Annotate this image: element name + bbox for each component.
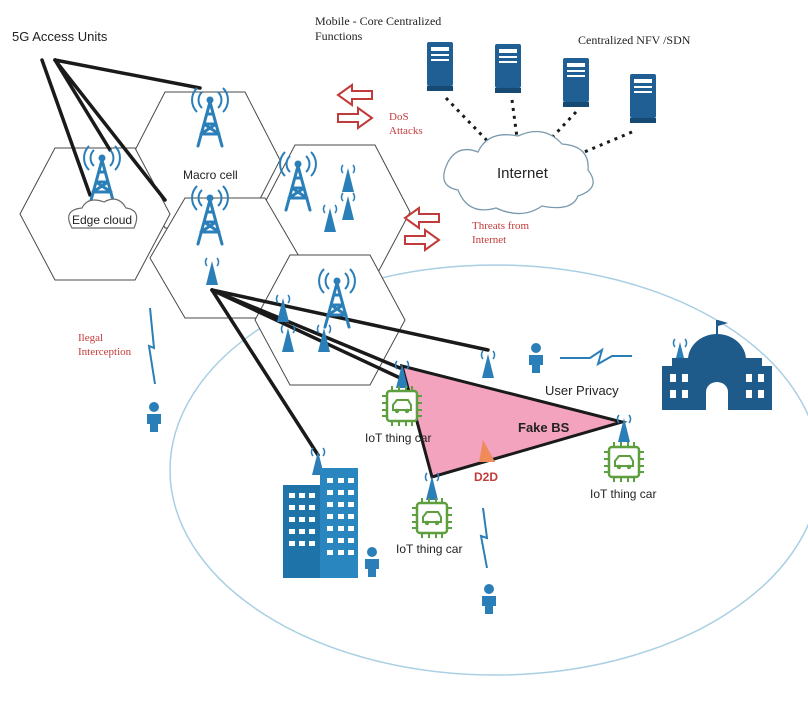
lightning-bolt-icon <box>479 507 489 569</box>
iot-car-chip-icon <box>380 384 424 428</box>
edge-cloud-icon <box>68 198 138 229</box>
iot-car-right-label: IoT thing car <box>590 487 656 501</box>
iot-car-bottom-label: IoT thing car <box>396 542 462 556</box>
iot-car-left-label: IoT thing car <box>365 431 431 445</box>
interception-bolt-icon <box>147 307 156 385</box>
server-icon <box>495 44 521 93</box>
server-icon <box>427 42 453 91</box>
edge-cloud-label: Edge cloud <box>72 213 132 227</box>
fake-bs-triangle <box>399 363 628 479</box>
illegal-interception-label-2: Interception <box>78 346 132 358</box>
privacy-bolt-icon <box>560 347 632 367</box>
server-icon <box>563 58 589 107</box>
threat-arrow-left-icon <box>337 84 373 106</box>
iot-car-chip-icon <box>410 496 454 540</box>
office-building-icon <box>283 468 358 578</box>
antenna-icon <box>616 414 632 443</box>
antenna-icon <box>480 350 496 379</box>
server-icon <box>630 74 656 123</box>
mobile-core-label-2: Functions <box>315 29 363 43</box>
government-building-icon <box>662 320 772 410</box>
person-icon <box>529 343 543 373</box>
threat-arrow-left-icon <box>404 207 440 229</box>
hex-cells <box>19 91 411 386</box>
user-privacy-label: User Privacy <box>545 383 619 398</box>
nfv-sdn-label: Centralized NFV /SDN <box>578 33 691 47</box>
dos-label-2: Attacks <box>389 125 423 137</box>
hex-small-cells-bottom <box>254 254 406 386</box>
d2d-beacon <box>479 440 495 462</box>
d2d-label: D2D <box>474 470 498 484</box>
threat-arrow-right-icon <box>337 107 373 129</box>
access-units-label: 5G Access Units <box>12 29 108 44</box>
macro-cell-label: Macro cell <box>183 168 238 182</box>
internet-cloud-icon <box>443 130 594 215</box>
mobile-core-label: Mobile - Core Centralized <box>315 14 441 28</box>
person-icon <box>147 402 161 432</box>
person-icon <box>482 584 496 614</box>
connection-lines <box>40 58 492 457</box>
fake-bs-label: Fake BS <box>518 420 570 435</box>
threats-label-2: Internet <box>472 234 506 246</box>
threat-arrow-right-icon <box>404 229 440 251</box>
illegal-interception-label: Ilegal <box>78 332 103 344</box>
threats-label: Threats from <box>472 220 530 232</box>
iot-car-chip-icon <box>602 440 646 484</box>
coverage-area <box>169 264 808 676</box>
internet-label: Internet <box>497 165 549 182</box>
dos-label: DoS <box>389 111 409 123</box>
person-icon <box>365 547 379 577</box>
